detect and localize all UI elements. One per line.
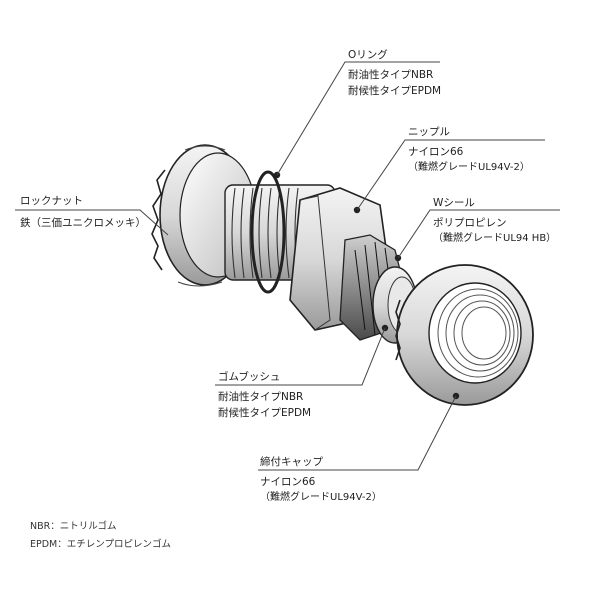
w-seal-material-2: （難燃グレードUL94 HB）: [433, 233, 557, 244]
w-seal-name: Wシール: [433, 197, 475, 209]
nipple-leader: [356, 139, 545, 211]
cap-material-1: ナイロン66: [260, 476, 316, 488]
oring-leader: [276, 61, 440, 176]
rubber-bush-material-1: 耐油性タイプNBR: [218, 391, 304, 403]
rubber-bush-leader: [215, 327, 386, 386]
w-seal-material-1: ポリプロピレン: [433, 217, 507, 229]
leader-lines: [15, 61, 560, 471]
rubber-bush-name: ゴムブッシュ: [218, 371, 281, 383]
cap-name: 締付キャップ: [260, 456, 323, 468]
lock-nut-name: ロックナット: [20, 195, 83, 207]
oring-material-2: 耐候性タイプEPDM: [348, 85, 442, 97]
cap-leader: [258, 395, 457, 471]
cap-material-2: （難燃グレードUL94V-2）: [260, 492, 382, 503]
lock-nut-material-1: 鉄（三価ユニクロメッキ）: [20, 217, 146, 229]
nipple-material-2: （難燃グレードUL94V-2）: [408, 162, 530, 173]
cap-illustration: [395, 264, 534, 406]
oring-material-1: 耐油性タイプNBR: [348, 69, 434, 81]
oring-name: Oリング: [348, 49, 388, 61]
rubber-bush-material-2: 耐候性タイプEPDM: [218, 407, 312, 419]
nipple-name: ニップル: [408, 126, 450, 138]
lock-nut-leader: [15, 209, 169, 236]
nipple-material-1: ナイロン66: [408, 146, 464, 158]
legend-epdm: EPDM：エチレンプロピレンゴム: [30, 539, 171, 550]
w-seal-leader: [397, 209, 560, 259]
legend-nbr: NBR：ニトリルゴム: [30, 521, 117, 532]
